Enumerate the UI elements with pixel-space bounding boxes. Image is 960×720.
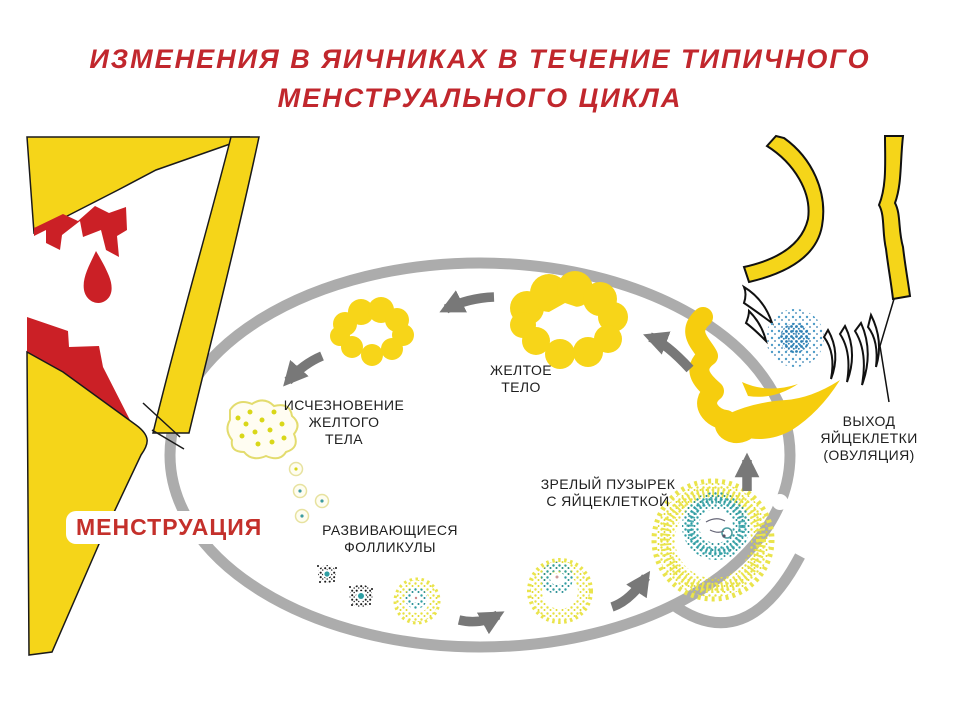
- motion-crescent: [822, 327, 837, 380]
- blood-drop: [83, 251, 112, 303]
- cycle-arrows: [283, 290, 760, 635]
- uterus-wall-left: [26, 136, 260, 656]
- ruptured-follicle: [685, 307, 840, 443]
- mature-follicle: [651, 478, 775, 602]
- arrow-follicle-growth: [457, 610, 505, 635]
- title-line-1: ИЗМЕНЕНИЯ В ЯИЧНИКАХ В ТЕЧЕНИЕ ТИПИЧНОГО: [89, 44, 871, 74]
- corpus-luteum-degenerating: [226, 399, 299, 460]
- motion-crescent: [853, 321, 869, 386]
- menstruation-label: МЕНСТРУАЦИЯ: [66, 511, 273, 544]
- mature-follicle-label: ЗРЕЛЫЙ ПУЗЫРЕК С ЯЙЦЕКЛЕТКОЙ: [540, 476, 676, 510]
- corpus-luteum-shrinking: [330, 297, 414, 366]
- fimbriae-right: [741, 134, 912, 403]
- arrow-egg-to-corpus-luteum: [643, 331, 694, 373]
- early-follicles: [317, 565, 373, 608]
- oocyte: [705, 518, 733, 539]
- menstrual-blood-upper: [34, 206, 127, 257]
- developing-follicles-label: РАЗВИВАЮЩИЕСЯ ФОЛЛИКУЛЫ: [322, 522, 458, 556]
- arrow-to-mature-follicle: [610, 570, 651, 612]
- arrow-corpus-luteum-regress: [439, 290, 495, 314]
- motion-crescent: [838, 323, 853, 383]
- corpus-luteum-label: ЖЕЛТОЕ ТЕЛО: [489, 362, 553, 396]
- motion-crescent: [866, 312, 881, 368]
- growing-follicle: [393, 577, 441, 625]
- ovary-outline: [164, 257, 805, 653]
- diagram-title: ИЗМЕНЕНИЯ В ЯИЧНИКАХ В ТЕЧЕНИЕ ТИПИЧНОГО…: [0, 40, 960, 118]
- corpus-luteum-disappearance-label: ИСЧЕЗНОВЕНИЕ ЖЕЛТОГО ТЕЛА: [283, 397, 405, 448]
- ovarian-ligament-band: [152, 136, 260, 434]
- uterus-wedge: [26, 350, 148, 656]
- corpus-luteum: [510, 271, 628, 369]
- antral-follicle: [527, 558, 593, 624]
- title-line-2: МЕНСТРУАЛЬНОГО ЦИКЛА: [277, 83, 683, 114]
- fimbria-claw: [744, 308, 768, 345]
- ovulation-label: ВЫХОД ЯЙЦЕКЛЕТКИ (ОВУЛЯЦИЯ): [820, 413, 918, 464]
- ovulated-egg: [766, 309, 824, 367]
- arrow-to-degeneration: [283, 351, 324, 387]
- primordial-follicles: [288, 461, 330, 524]
- fimbria-claw: [741, 284, 774, 326]
